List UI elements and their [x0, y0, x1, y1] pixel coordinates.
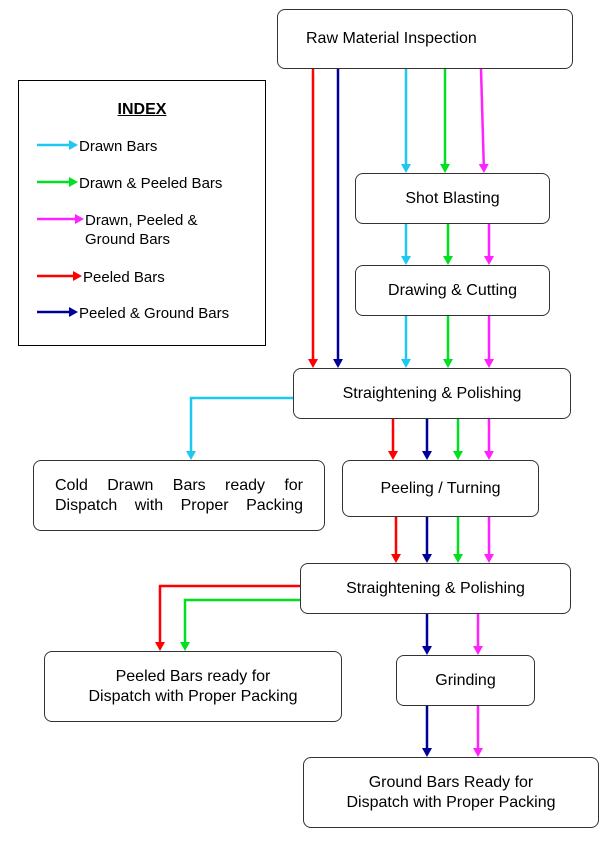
node-label: Raw Material Inspection — [306, 30, 477, 47]
arrow-red — [391, 517, 401, 563]
navy-arrow-icon — [37, 307, 78, 317]
node-label: Ground Bars Ready for Dispatch with Prop… — [346, 773, 556, 811]
legend-item-drawn-peeled-ground-bars: Drawn, Peeled & Ground Bars — [35, 211, 198, 249]
legend-label: Peeled & Ground Bars — [79, 305, 230, 322]
arrow-green — [453, 517, 463, 563]
magenta-arrow-icon — [37, 214, 84, 224]
arrow-magenta — [484, 517, 494, 563]
arrow-red — [308, 69, 318, 368]
arrow-magenta — [473, 614, 483, 655]
node-label: Shot Blasting — [405, 189, 500, 207]
arrow-magenta — [478, 68, 489, 173]
node-label: Peeled Bars ready for Dispatch with Prop… — [88, 667, 298, 705]
node-label: Grinding — [435, 671, 496, 689]
legend-label: Drawn, Peeled & Ground Bars — [85, 212, 198, 248]
arrow-cyan — [186, 396, 293, 460]
legend-label: Drawn & Peeled Bars — [79, 175, 223, 192]
arrow-magenta — [473, 706, 483, 757]
node-ground-bars-ready: Ground Bars Ready for Dispatch with Prop… — [303, 757, 599, 828]
legend-item-drawn-peeled-bars: Drawn & Peeled Bars — [35, 174, 222, 193]
node-drawing-cutting: Drawing & Cutting — [355, 265, 550, 316]
node-label: Cold Drawn Bars ready for Dispatch with … — [55, 476, 303, 514]
node-label: Straightening & Polishing — [346, 579, 525, 597]
node-peeled-bars-ready: Peeled Bars ready for Dispatch with Prop… — [44, 651, 342, 722]
node-straightening-polishing-1: Straightening & Polishing — [293, 368, 571, 419]
legend-title: INDEX — [117, 101, 167, 118]
arrow-cyan — [401, 224, 411, 265]
red-arrow-icon — [37, 271, 82, 281]
arrow-navy — [422, 706, 432, 757]
arrow-green — [453, 419, 463, 460]
legend: INDEX Drawn Bars Drawn & Peeled Bars Dra… — [18, 80, 266, 346]
arrow-navy — [422, 614, 432, 655]
arrow-green — [440, 69, 450, 173]
node-cold-drawn-bars-ready: Cold Drawn Bars ready for Dispatch with … — [33, 460, 325, 531]
node-peeling-turning: Peeling / Turning — [342, 460, 539, 517]
node-grinding: Grinding — [396, 655, 535, 706]
legend-item-drawn-bars: Drawn Bars — [35, 137, 157, 156]
arrow-magenta — [484, 224, 494, 265]
arrow-cyan — [401, 69, 411, 173]
arrow-green — [180, 598, 300, 651]
arrow-navy — [422, 419, 432, 460]
arrow-cyan — [401, 316, 411, 368]
node-label: Drawing & Cutting — [388, 281, 517, 299]
arrow-magenta — [484, 316, 494, 368]
legend-label: Drawn Bars — [79, 138, 158, 155]
arrow-green — [443, 316, 453, 368]
arrow-green — [443, 224, 453, 265]
node-raw-material-inspection: Raw Material Inspection — [277, 9, 573, 69]
arrow-navy — [333, 69, 343, 368]
node-shot-blasting: Shot Blasting — [355, 173, 550, 224]
legend-item-peeled-ground-bars: Peeled & Ground Bars — [35, 304, 229, 323]
legend-label: Peeled Bars — [83, 269, 165, 286]
arrow-red — [388, 419, 398, 460]
legend-item-peeled-bars: Peeled Bars — [35, 268, 165, 287]
node-label: Straightening & Polishing — [342, 384, 522, 402]
arrow-red — [155, 584, 300, 651]
node-label: Peeling / Turning — [380, 479, 501, 497]
cyan-arrow-icon — [37, 140, 78, 150]
green-arrow-icon — [37, 177, 78, 187]
arrow-magenta — [484, 419, 494, 460]
node-straightening-polishing-2: Straightening & Polishing — [300, 563, 571, 614]
arrow-navy — [422, 517, 432, 563]
